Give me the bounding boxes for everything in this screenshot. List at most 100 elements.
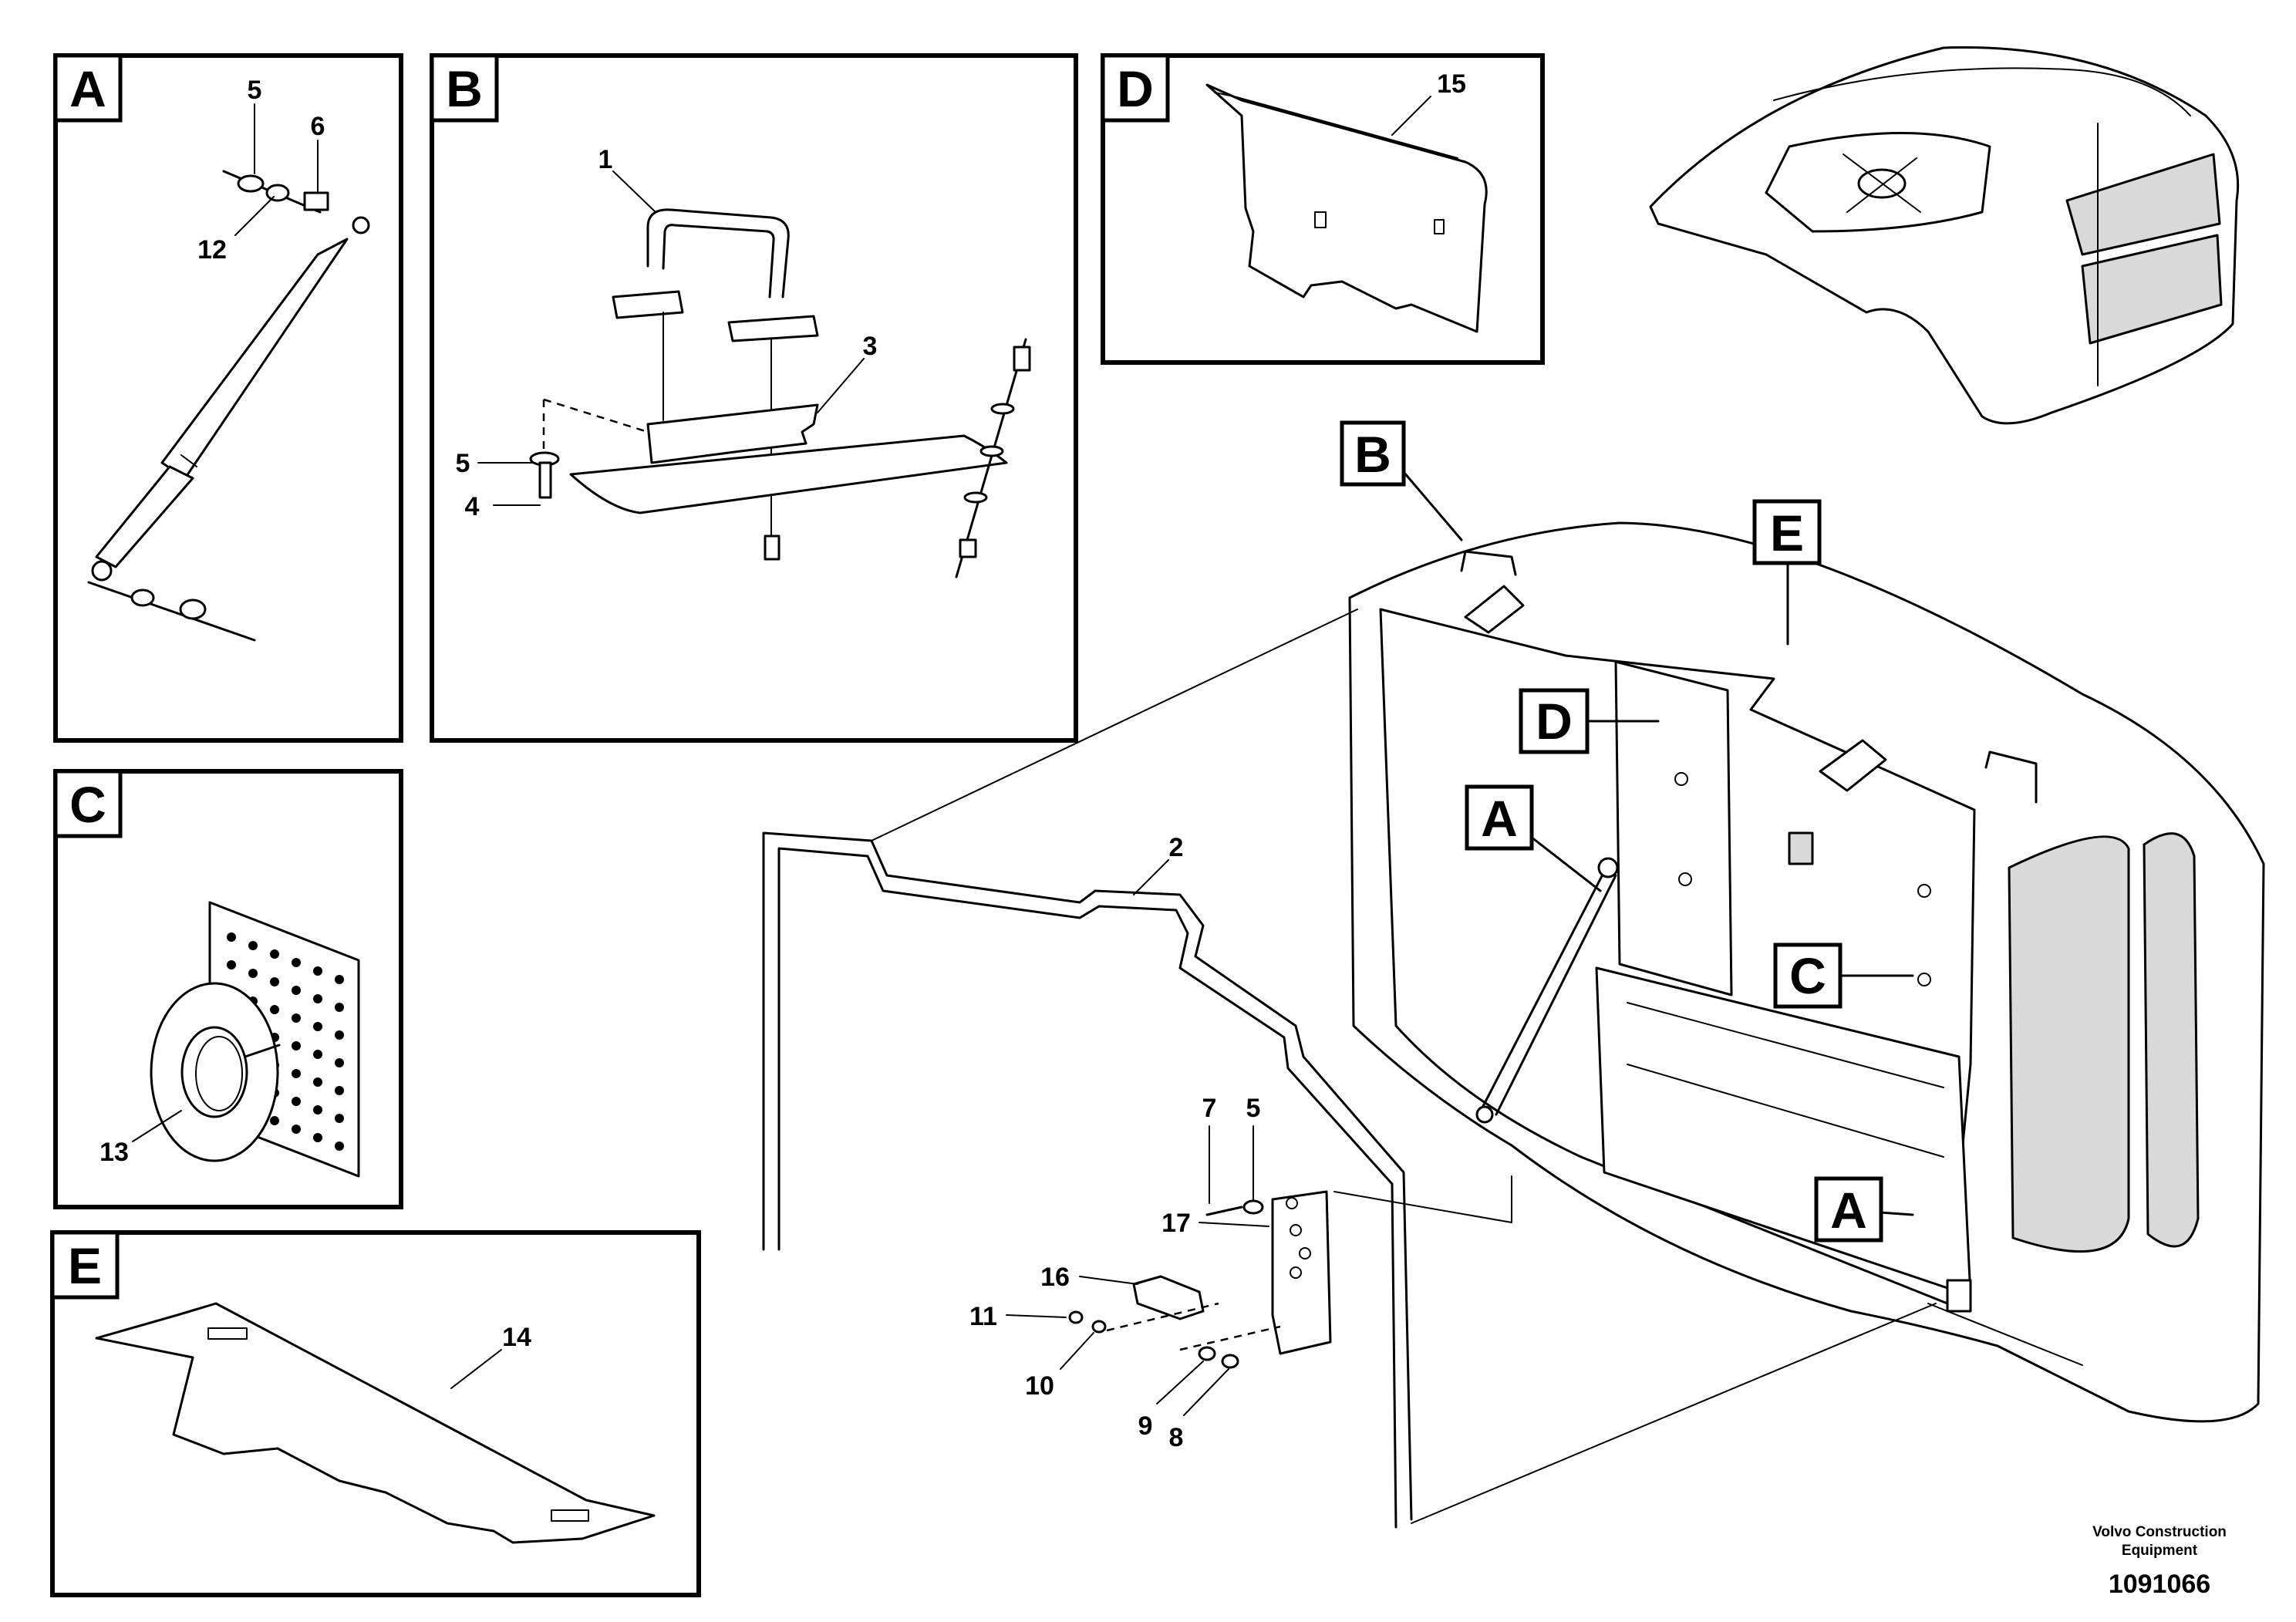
footer-company-line1: Volvo Construction xyxy=(2092,1524,2227,1540)
callout-1: 1 xyxy=(598,145,656,213)
detail-panel-c: C 13 xyxy=(53,769,403,1209)
perforation-hole xyxy=(335,975,344,984)
hinge-bracket-drawing xyxy=(1068,1190,1332,1369)
perforation-hole xyxy=(335,1086,344,1095)
perforation-hole xyxy=(270,977,279,986)
callout-15: 15 xyxy=(1391,69,1466,136)
perforation-hole xyxy=(313,1050,322,1059)
callout-box-d: D xyxy=(1519,688,1660,754)
svg-text:2: 2 xyxy=(1169,833,1184,862)
callout-box-a1: A xyxy=(1465,784,1602,892)
svg-text:A: A xyxy=(1830,1182,1867,1239)
svg-text:11: 11 xyxy=(969,1302,997,1331)
perforation-hole xyxy=(270,1005,279,1014)
svg-text:D: D xyxy=(1536,693,1573,750)
callout-9: 9 xyxy=(1138,1361,1204,1441)
handle-drawing xyxy=(529,208,1031,578)
detail-panel-a: A 5 6 12 xyxy=(53,53,403,743)
callout-5-main: 5 xyxy=(1246,1094,1261,1200)
perforation-hole xyxy=(248,969,258,978)
perforation-hole xyxy=(292,1069,301,1078)
perforation-hole xyxy=(292,1041,301,1050)
perforation-hole xyxy=(313,1105,322,1114)
perforation-hole xyxy=(270,949,279,959)
svg-text:17: 17 xyxy=(1161,1209,1191,1238)
svg-text:15: 15 xyxy=(1437,69,1466,99)
callout-13: 13 xyxy=(99,1110,182,1167)
svg-text:14: 14 xyxy=(502,1323,531,1352)
svg-text:A: A xyxy=(1481,790,1518,847)
callout-10: 10 xyxy=(1025,1332,1094,1401)
callout-6: 6 xyxy=(311,112,325,194)
svg-text:6: 6 xyxy=(311,112,325,141)
callout-2: 2 xyxy=(1133,833,1184,895)
callout-3: 3 xyxy=(817,332,878,413)
perforation-hole xyxy=(335,1114,344,1123)
panel-d-label: D xyxy=(1117,60,1154,117)
svg-text:5: 5 xyxy=(1246,1094,1261,1123)
perforation-hole xyxy=(292,986,301,995)
panel-a-label: A xyxy=(69,60,106,117)
svg-text:9: 9 xyxy=(1138,1411,1153,1441)
perforation-hole xyxy=(227,932,236,942)
callout-box-c: C xyxy=(1773,943,1914,1009)
panel-e-label: E xyxy=(68,1237,102,1294)
detail-panel-e: E 14 xyxy=(50,1230,701,1597)
svg-text:4: 4 xyxy=(465,492,480,521)
callout-5b: 5 xyxy=(456,449,533,478)
svg-text:8: 8 xyxy=(1169,1423,1184,1452)
perforation-hole xyxy=(335,1003,344,1012)
perforation-hole xyxy=(292,1013,301,1023)
svg-text:1: 1 xyxy=(598,145,613,174)
callout-box-e: E xyxy=(1752,499,1822,646)
perforation-hole xyxy=(335,1058,344,1067)
svg-text:B: B xyxy=(1354,426,1391,483)
panel-c-label: C xyxy=(69,776,106,833)
callout-17: 17 xyxy=(1161,1209,1269,1238)
perforation-hole xyxy=(227,960,236,969)
callout-4: 4 xyxy=(465,492,541,521)
footer-company-line2: Equipment xyxy=(2122,1543,2198,1559)
svg-text:16: 16 xyxy=(1040,1263,1070,1292)
callout-16: 16 xyxy=(1040,1263,1138,1292)
perforation-hole xyxy=(335,1030,344,1040)
detail-panel-d: D 15 xyxy=(1101,53,1545,365)
perforation-hole xyxy=(270,1116,279,1125)
callout-8: 8 xyxy=(1169,1368,1229,1452)
panel-b-label: B xyxy=(446,60,483,117)
svg-text:12: 12 xyxy=(197,235,227,265)
svg-text:7: 7 xyxy=(1202,1094,1217,1123)
perforation-hole xyxy=(292,958,301,967)
seal-strip-drawing xyxy=(762,609,1937,1529)
callout-5: 5 xyxy=(248,76,262,174)
callout-14: 14 xyxy=(450,1323,531,1389)
svg-text:10: 10 xyxy=(1025,1371,1054,1401)
perforation-hole xyxy=(313,1077,322,1087)
grommet-drawing xyxy=(150,901,360,1178)
perforation-hole xyxy=(292,1125,301,1134)
footer: Volvo Construction Equipment 1091066 xyxy=(2092,1524,2227,1599)
svg-text:3: 3 xyxy=(863,332,878,361)
perforation-hole xyxy=(313,994,322,1003)
perforation-hole xyxy=(313,1133,322,1142)
svg-text:5: 5 xyxy=(456,449,470,478)
hood-overview-drawing xyxy=(1649,46,2240,425)
svg-text:C: C xyxy=(1789,947,1826,1004)
perforation-hole xyxy=(313,1022,322,1031)
callout-7: 7 xyxy=(1202,1094,1217,1204)
callout-11: 11 xyxy=(969,1302,1067,1331)
footer-drawing-number: 1091066 xyxy=(2109,1570,2210,1599)
plate-drawing xyxy=(95,1302,656,1544)
svg-text:5: 5 xyxy=(248,76,262,105)
callout-12: 12 xyxy=(197,196,275,265)
perforation-hole xyxy=(313,966,322,976)
callout-box-b: B xyxy=(1340,420,1463,541)
gas-strut-drawing xyxy=(87,170,370,642)
perforation-hole xyxy=(248,941,258,950)
callout-box-a2: A xyxy=(1814,1176,1914,1243)
cover-plate-drawing xyxy=(1205,83,1488,333)
detail-panel-b: B 1 3 xyxy=(430,53,1078,743)
svg-text:E: E xyxy=(1770,504,1804,561)
perforation-hole xyxy=(335,1141,344,1151)
